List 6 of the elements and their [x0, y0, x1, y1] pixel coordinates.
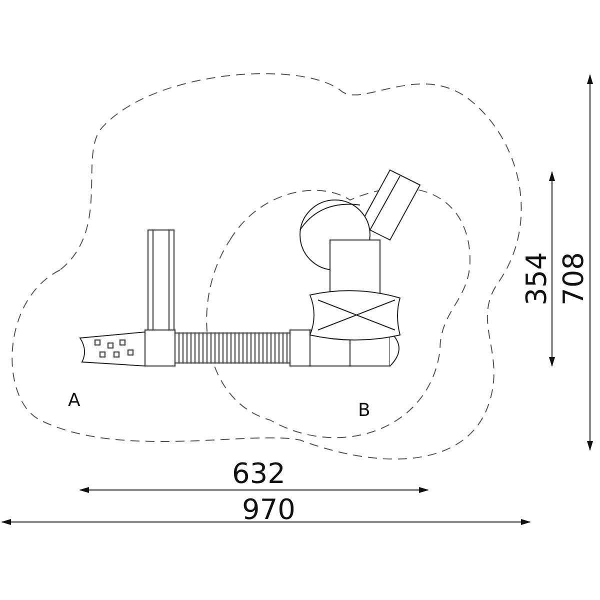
- zone-label: A: [68, 392, 80, 410]
- dimension-label: 708: [560, 252, 588, 306]
- dimension-label: 354: [523, 252, 551, 306]
- dimension-label: 632: [232, 460, 286, 488]
- zone-label: B: [358, 402, 370, 420]
- dimension-label: 970: [242, 496, 296, 524]
